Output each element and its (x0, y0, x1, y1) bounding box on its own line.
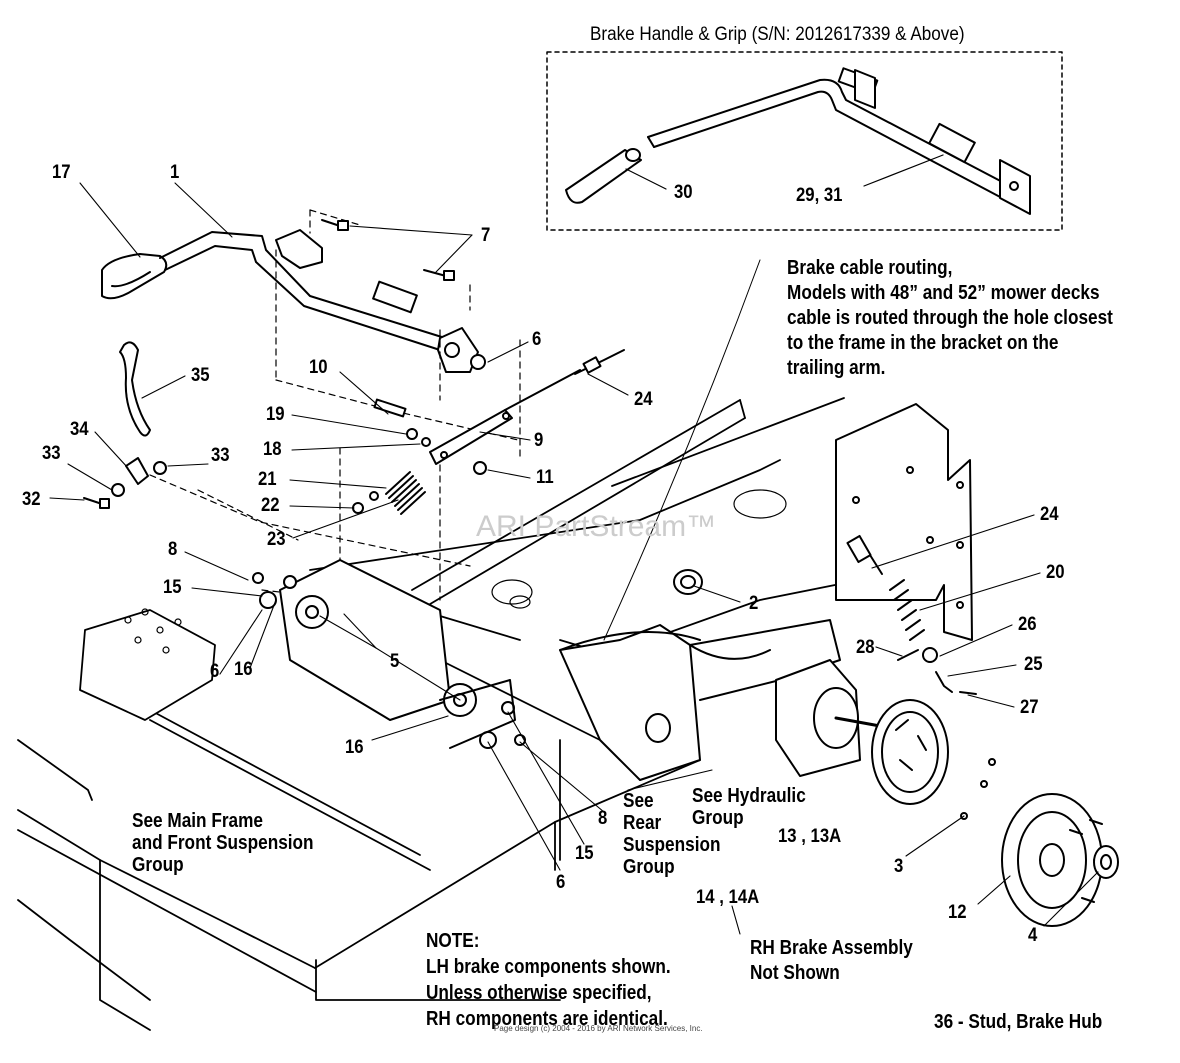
note-stud-brake-hub: 36 - Stud, Brake Hub (934, 1011, 1103, 1033)
callout-23: 23 (267, 529, 286, 550)
callout-7: 7 (481, 225, 491, 246)
callout-25: 25 (1024, 654, 1043, 675)
note-rh-brake: RH Brake Assembly Not Shown (750, 937, 913, 984)
callout-8-upper: 8 (168, 539, 178, 560)
callout-21: 21 (258, 469, 277, 490)
callout-2: 2 (749, 593, 759, 614)
callout-16-lower: 16 (345, 737, 364, 758)
callout-9: 9 (534, 430, 544, 451)
bearing-2-icon (673, 569, 703, 595)
cable-end-24-icon (504, 349, 625, 411)
callout-32: 32 (22, 489, 41, 510)
callout-8-lower: 8 (598, 808, 608, 829)
inset-grip-icon (565, 148, 642, 204)
inset-brake-handle-grip (546, 51, 1063, 231)
callout-10: 10 (309, 357, 328, 378)
callout-3: 3 (894, 856, 904, 877)
note-cable-routing: Brake cable routing, Models with 48” and… (787, 257, 1113, 379)
callout-28: 28 (856, 637, 875, 658)
callout-6-lower: 6 (556, 872, 566, 893)
callout-29-31: 29, 31 (796, 185, 843, 206)
callout-33-right: 33 (211, 445, 230, 466)
side-plate-icon (835, 403, 973, 641)
callout-20: 20 (1046, 562, 1065, 583)
watermark: ARI PartStream™ (476, 510, 717, 543)
note-rear-suspension: See Rear Suspension Group (623, 790, 721, 878)
callout-18: 18 (263, 439, 282, 460)
callout-leaders (49, 182, 1099, 935)
bracket-34-icon (83, 457, 167, 509)
callout-13-13a: 13 , 13A (778, 826, 842, 847)
callout-5: 5 (390, 651, 400, 672)
callout-1: 1 (170, 162, 180, 183)
bolts-7-icon (321, 219, 455, 281)
callout-26: 26 (1018, 614, 1037, 635)
callout-14-14a: 14 , 14A (696, 887, 760, 908)
callout-15-upper: 15 (163, 577, 182, 598)
callout-33-left: 33 (42, 443, 61, 464)
callout-19: 19 (266, 404, 285, 425)
callout-17: 17 (52, 162, 71, 183)
callout-30: 30 (674, 182, 693, 203)
callout-16-left: 16 (234, 659, 253, 680)
callout-6-upper: 6 (532, 329, 542, 350)
callout-22: 22 (261, 495, 280, 516)
brake-handle-icon (101, 229, 479, 373)
callout-24-right: 24 (1040, 504, 1059, 525)
brake-pivot-icon (252, 559, 526, 749)
note-main-frame: See Main Frame and Front Suspension Grou… (132, 810, 314, 876)
inset-handle-icon (647, 67, 1031, 215)
brake-hub-icon (1001, 793, 1119, 927)
spring-clip-icon (119, 341, 151, 437)
note-hydraulic: See Hydraulic Group (692, 785, 806, 829)
callout-11: 11 (536, 467, 554, 488)
wheel-motor-icon (775, 659, 882, 777)
inset-title: Brake Handle & Grip (S/N: 2012617339 & A… (590, 24, 965, 45)
trailing-arm-icon (559, 619, 841, 781)
callout-6-left: 6 (210, 661, 220, 682)
callout-12: 12 (948, 902, 967, 923)
note-lh-components: NOTE: LH brake components shown. Unless … (426, 930, 671, 1030)
brake-spring-20-icon (846, 534, 977, 695)
callout-27: 27 (1020, 697, 1039, 718)
copyright-footer: Page design (c) 2004 - 2016 by ARI Netwo… (494, 1024, 703, 1033)
callout-34: 34 (70, 419, 89, 440)
cable-routing-leader (603, 259, 761, 641)
main-frame-icon (17, 397, 861, 1031)
callout-24-upper: 24 (634, 389, 653, 410)
callout-35: 35 (191, 365, 210, 386)
deck-plate-holes-icon (124, 489, 787, 654)
brake-shoe-assembly-icon (871, 699, 996, 820)
callout-4: 4 (1028, 925, 1038, 946)
linkage-9-icon (373, 354, 513, 475)
brake-cable-icon (689, 644, 771, 660)
callout-15-lower: 15 (575, 843, 594, 864)
spring-21-icon (352, 471, 426, 515)
